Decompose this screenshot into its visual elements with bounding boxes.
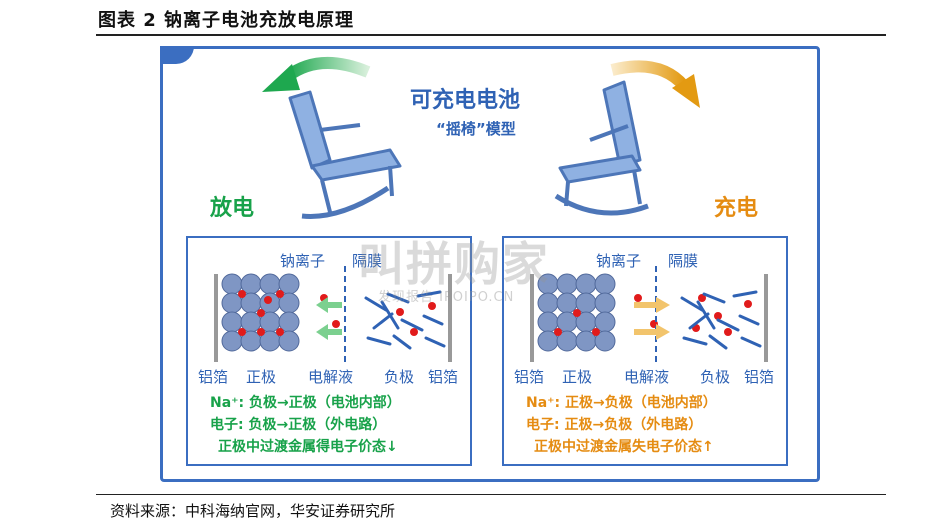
right-chair-icon: [554, 80, 649, 216]
ion-direction-line: Na⁺: 负极→正极（电池内部）: [210, 395, 401, 411]
cathode-spheres: [221, 273, 300, 352]
anode-sticks: [364, 290, 446, 350]
center-title: 可充电电池: [410, 88, 521, 113]
separator-label: 隔膜: [668, 252, 699, 270]
discharge-panel: 钠离子 隔膜 铝箔 正极 电解液 负极 铝箔 Na⁺: 负极→正极（电池内部） …: [186, 236, 472, 466]
foil-label: 铝箔: [428, 368, 459, 386]
anode-label: 负极: [700, 368, 731, 386]
top-rule: [96, 34, 886, 36]
cathode-label: 正极: [562, 368, 593, 386]
charge-arrow-icon: [610, 60, 700, 108]
source-note: 资料来源：中科海纳官网，华安证券研究所: [110, 502, 396, 520]
ion-flow-arrows: [634, 297, 670, 340]
right-foil: [448, 274, 452, 362]
left-chair-icon: [288, 90, 402, 219]
foil-label: 铝箔: [744, 368, 775, 386]
electron-direction-line: 电子: 正极→负极（外电路）: [526, 417, 703, 433]
cathode-spheres: [537, 273, 616, 352]
left-foil: [214, 274, 218, 362]
ion-label: 钠离子: [596, 252, 642, 270]
electrolyte-label: 电解液: [308, 368, 354, 386]
discharge-cell-diagram: [214, 266, 452, 362]
figure-title: 图表 2 钠离子电池充放电原理: [98, 10, 355, 31]
bottom-rule: [96, 494, 886, 495]
ion-direction-line: Na⁺: 正极→负极（电池内部）: [526, 395, 717, 411]
separator-label: 隔膜: [352, 252, 383, 270]
ion-label: 钠离子: [280, 252, 326, 270]
watermark-sub: 发现报告 IPOIPO.CN: [378, 290, 515, 305]
discharge-label: 放电: [210, 196, 255, 221]
electron-direction-line: 电子: 负极→正极（外电路）: [210, 417, 387, 433]
anode-label: 负极: [384, 368, 415, 386]
anode-sticks: [680, 290, 762, 350]
valence-change-line: 正极中过渡金属失电子价态↑: [534, 439, 714, 455]
right-foil: [764, 274, 768, 362]
watermark: 叫拼购家: [358, 237, 550, 291]
ion-flow-arrows: [316, 297, 342, 340]
charge-panel: 钠离子 隔膜 铝箔 正极 电解液 负极 铝箔 Na⁺: 正极→负极（电池内部） …: [502, 236, 788, 466]
foil-label: 铝箔: [198, 368, 229, 386]
diagram-frame: [160, 46, 820, 482]
sodium-ions: [238, 290, 436, 336]
valence-change-line: 正极中过渡金属得电子价态↓: [218, 439, 398, 455]
charge-label: 充电: [714, 196, 759, 221]
center-subtitle: “摇椅”模型: [436, 120, 516, 138]
discharge-arrow-icon: [262, 57, 371, 92]
frame-corner: [160, 46, 194, 64]
charge-cell-diagram: [530, 266, 768, 362]
cathode-label: 正极: [246, 368, 277, 386]
left-foil: [530, 274, 534, 362]
electrolyte-label: 电解液: [624, 368, 670, 386]
foil-label: 铝箔: [514, 368, 545, 386]
